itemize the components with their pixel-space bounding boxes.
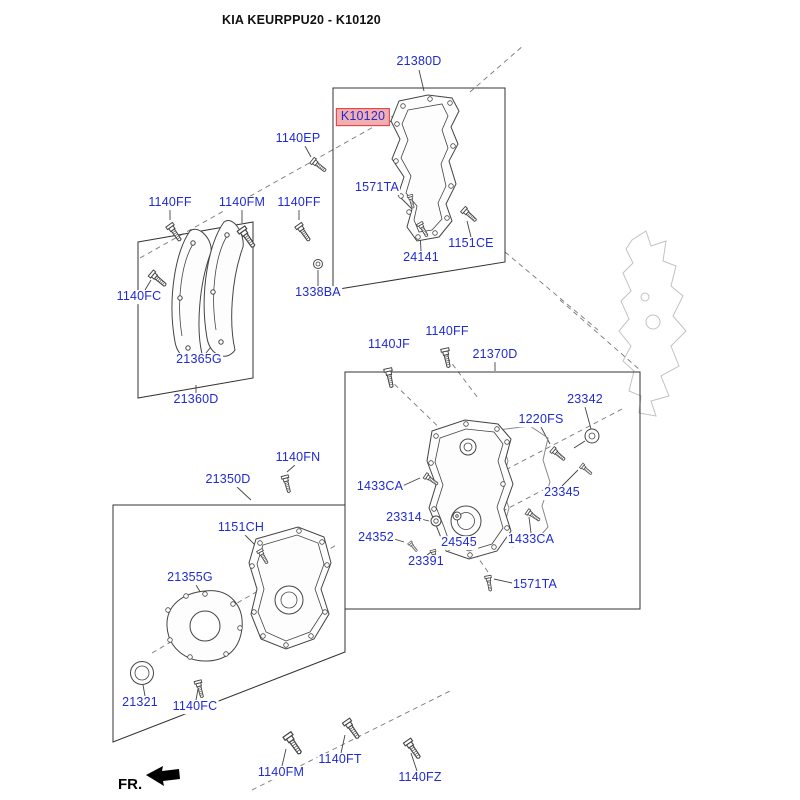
engine-outline-sketch bbox=[618, 230, 687, 417]
plug-24545 bbox=[452, 511, 462, 521]
part-label-1140fc-bottom[interactable]: 1140FC bbox=[171, 699, 219, 714]
part-shape-21370d bbox=[426, 419, 551, 560]
part-label-24352[interactable]: 24352 bbox=[357, 530, 395, 545]
bolt-1140fn bbox=[280, 474, 294, 494]
bolt-1140ff-b bbox=[294, 221, 313, 244]
part-label-1220fs[interactable]: 1220FS bbox=[517, 412, 565, 427]
bolt-1140fc-top bbox=[147, 269, 169, 290]
catalog-title: KIA KEURPPU20 - K10120 bbox=[222, 13, 381, 27]
bolt-1151ce bbox=[460, 205, 479, 224]
washer-23314 bbox=[430, 515, 442, 527]
part-label-1140ff-c[interactable]: 1140FF bbox=[424, 324, 470, 339]
bolt-1433ca-right bbox=[524, 508, 542, 524]
fr-arrow-icon bbox=[146, 766, 180, 786]
part-label-1140fn[interactable]: 1140FN bbox=[274, 450, 322, 465]
washer-1338ba bbox=[313, 259, 323, 269]
part-label-23342[interactable]: 23342 bbox=[566, 392, 604, 407]
bolt-1140fm-bottom bbox=[282, 731, 305, 757]
part-label-23314[interactable]: 23314 bbox=[385, 510, 423, 525]
bolt-1140ep bbox=[309, 156, 329, 175]
part-label-1140ep[interactable]: 1140EP bbox=[274, 131, 322, 146]
assembly-box-21350d bbox=[112, 504, 346, 743]
bolt-1140fz bbox=[402, 737, 424, 762]
part-shape-21380d bbox=[390, 94, 460, 242]
part-label-1571ta-top[interactable]: 1571TA bbox=[353, 180, 401, 195]
part-label-1140fm-bottom[interactable]: 1140FM bbox=[256, 765, 306, 780]
part-label-1140fm-top[interactable]: 1140FM bbox=[217, 195, 267, 210]
bolt-1140ft bbox=[341, 717, 363, 742]
part-label-21380d[interactable]: 21380D bbox=[395, 54, 443, 69]
bolt-1140ff-c bbox=[440, 347, 454, 369]
part-label-k10120-highlighted[interactable]: K10120 bbox=[335, 108, 391, 126]
bolt-1140fc-bottom bbox=[193, 679, 207, 699]
part-label-1140ft[interactable]: 1140FT bbox=[317, 752, 363, 767]
part-label-1140ff-a[interactable]: 1140FF bbox=[147, 195, 193, 210]
part-label-24141[interactable]: 24141 bbox=[402, 250, 440, 265]
part-label-21355g[interactable]: 21355G bbox=[166, 570, 214, 585]
part-label-1140ff-b[interactable]: 1140FF bbox=[276, 195, 322, 210]
fr-direction-label: FR. bbox=[118, 776, 143, 793]
bolt-23345 bbox=[579, 462, 594, 477]
group-boxes bbox=[112, 87, 641, 743]
bolt-1140jf bbox=[383, 367, 397, 389]
part-label-23391[interactable]: 23391 bbox=[407, 554, 445, 569]
part-shape-21350d bbox=[248, 526, 332, 650]
part-label-23345[interactable]: 23345 bbox=[543, 485, 581, 500]
bolt-1220fs bbox=[549, 446, 568, 463]
part-label-1571ta-bottom[interactable]: 1571TA bbox=[511, 577, 559, 592]
part-label-21360d[interactable]: 21360D bbox=[172, 392, 220, 407]
part-label-1140jf[interactable]: 1140JF bbox=[367, 337, 411, 352]
assembly-box-21380d bbox=[332, 87, 506, 291]
part-label-1433ca-left[interactable]: 1433CA bbox=[355, 479, 405, 494]
plug-23342 bbox=[573, 428, 600, 449]
assembly-box-21360d bbox=[137, 221, 254, 399]
part-label-21321[interactable]: 21321 bbox=[121, 695, 159, 710]
part-label-1151ce[interactable]: 1151CE bbox=[447, 236, 495, 251]
part-shape-21355g bbox=[165, 590, 243, 662]
part-shape-21365g bbox=[203, 220, 244, 357]
hardware-washers bbox=[313, 259, 600, 527]
assembly-box-21370d bbox=[344, 371, 641, 610]
part-label-1140fz[interactable]: 1140FZ bbox=[397, 770, 443, 785]
part-shape-21321-seal bbox=[130, 661, 154, 685]
bolt-24352 bbox=[407, 540, 420, 554]
part-label-1151ch[interactable]: 1151CH bbox=[216, 520, 266, 535]
dashed-assembly-lines bbox=[139, 44, 641, 791]
part-label-21365g[interactable]: 21365G bbox=[175, 352, 223, 367]
part-label-1338ba[interactable]: 1338BA bbox=[294, 285, 342, 300]
part-label-1433ca-right[interactable]: 1433CA bbox=[506, 532, 556, 547]
part-label-1140fc-top[interactable]: 1140FC bbox=[115, 289, 163, 304]
bolt-1571ta-bottom bbox=[484, 574, 495, 592]
part-label-24545[interactable]: 24545 bbox=[440, 535, 478, 550]
part-label-21350d[interactable]: 21350D bbox=[204, 472, 252, 487]
bolt-1140ff-a bbox=[165, 221, 184, 244]
part-label-21370d[interactable]: 21370D bbox=[471, 347, 519, 362]
